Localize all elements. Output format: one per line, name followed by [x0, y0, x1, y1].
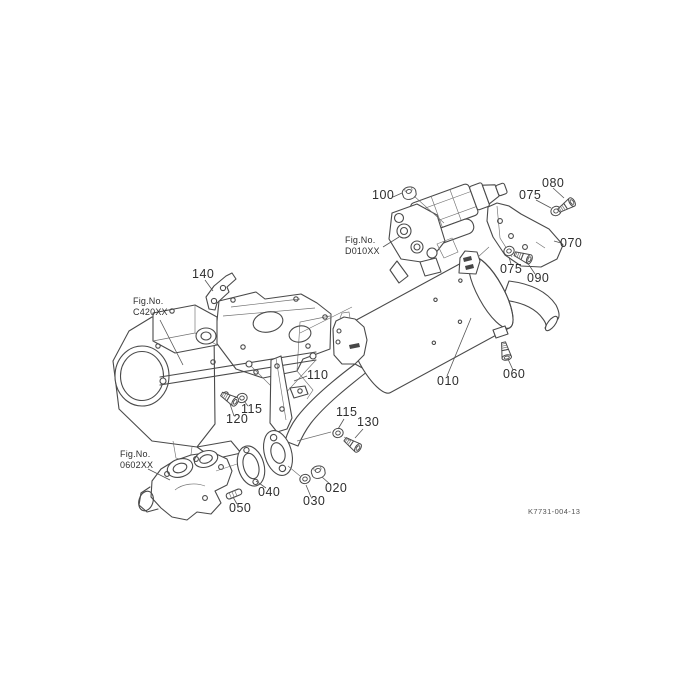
callout-050: 050 — [229, 501, 252, 515]
stud-050-drawing — [225, 488, 243, 500]
pipe-flange-drawing — [263, 430, 293, 476]
callout-080: 080 — [542, 176, 565, 190]
muffler-inlet-pipe-drawing — [284, 363, 369, 447]
bolt-080-drawing — [555, 196, 578, 216]
washer-030-drawing — [298, 472, 312, 486]
bolt-060-drawing — [498, 340, 513, 362]
drawing-number: K7731-004-13 — [528, 507, 581, 516]
fig-ref-0602xx: Fig.No. 0602XX — [120, 449, 153, 470]
bolt-120-drawing — [218, 389, 241, 408]
fig-ref-c420xx: Fig.No. C420XX — [133, 296, 168, 317]
callout-115-right: 115 — [336, 405, 358, 419]
callout-060: 060 — [503, 367, 526, 381]
gasket-040-drawing — [236, 445, 266, 487]
fig-ref-code: 0602XX — [120, 459, 154, 470]
callout-040: 040 — [258, 485, 281, 499]
callout-140: 140 — [192, 267, 215, 281]
fig-ref-prefix: Fig.No. — [345, 235, 376, 245]
callout-100: 100 — [372, 188, 395, 202]
callout-090: 090 — [527, 271, 550, 285]
fig-ref-code: D010XX — [345, 245, 380, 256]
engine-block-drawing — [112, 291, 332, 463]
callout-075-upper: 075 — [519, 188, 542, 202]
fig-ref-prefix: Fig.No. — [133, 296, 164, 306]
callout-020: 020 — [325, 481, 348, 495]
nut-100-drawing — [400, 185, 418, 202]
callout-075-lower: 075 — [500, 262, 523, 276]
projection-lines — [215, 195, 490, 477]
fig-ref-prefix: Fig.No. — [120, 449, 151, 459]
exhaust-manifold-drawing — [138, 449, 233, 521]
leader-lines — [147, 187, 565, 505]
bracket-140-drawing — [205, 272, 237, 311]
callout-115-left: 115 — [241, 402, 263, 416]
callout-070: 070 — [560, 236, 583, 250]
callout-110: 110 — [307, 368, 329, 382]
nut-020-drawing — [309, 464, 327, 481]
callout-010: 010 — [437, 374, 460, 388]
bracket-110-drawing — [269, 355, 309, 433]
callout-130: 130 — [357, 415, 380, 429]
callout-030: 030 — [303, 494, 326, 508]
callout-120: 120 — [226, 412, 249, 426]
muffler-drawing — [332, 250, 514, 394]
fig-ref-code: C420XX — [133, 306, 168, 317]
muffler-tail-pipe-drawing — [501, 280, 560, 332]
fig-ref-d010xx: Fig.No. D010XX — [345, 235, 380, 256]
